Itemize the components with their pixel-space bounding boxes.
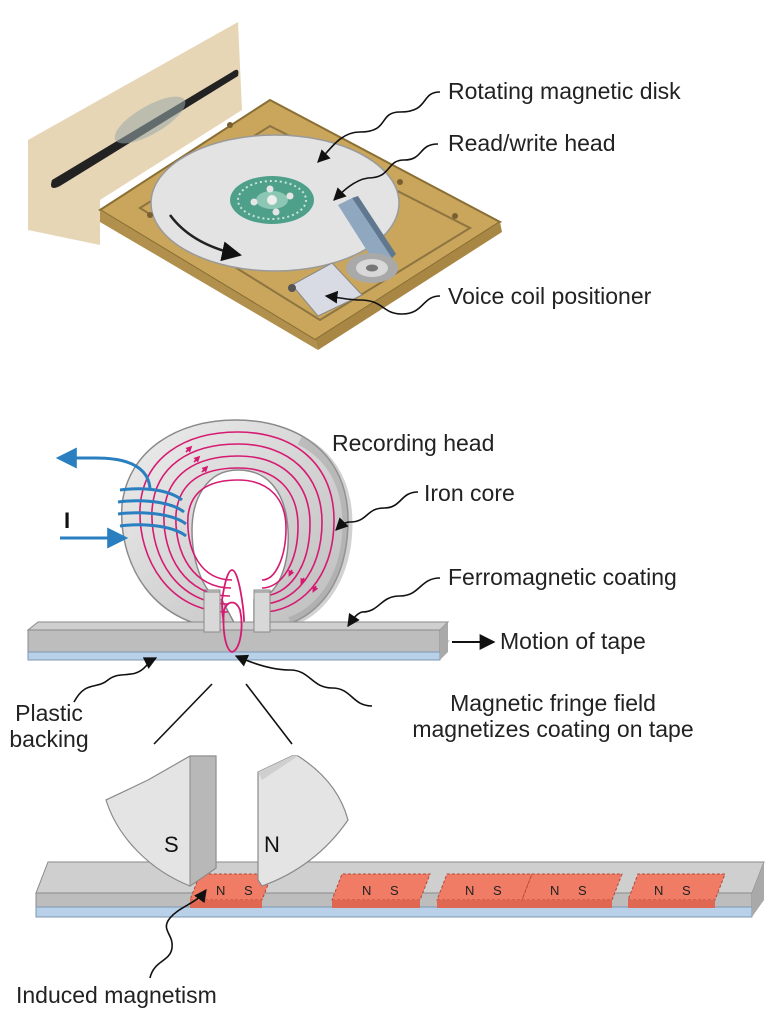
induced-magnetism-leader <box>149 888 207 979</box>
label-recording-head: Recording head <box>332 430 495 456</box>
svg-text:N: N <box>362 883 371 898</box>
svg-text:S: S <box>682 883 691 898</box>
svg-text:N: N <box>216 883 225 898</box>
label-magnetic-fringe-field: Magnetic fringe field magnetizes coating… <box>378 690 728 743</box>
label-ferromagnetic-coating: Ferromagnetic coating <box>448 564 677 590</box>
hard-drive-illustration <box>28 22 502 350</box>
plastic-backing-line-2: backing <box>9 726 89 753</box>
fringe-field-line-1: Magnetic fringe field <box>450 690 656 716</box>
drive-leader-lines <box>317 91 441 315</box>
label-voice-coil-positioner: Voice coil positioner <box>448 283 652 309</box>
svg-text:N: N <box>550 883 559 898</box>
zoom-tape-backing <box>35 906 753 918</box>
label-read-write-head: Read/write head <box>448 130 616 156</box>
svg-text:N: N <box>465 883 474 898</box>
svg-text:S: S <box>493 883 502 898</box>
tape-upper <box>26 591 450 661</box>
read-write-head-arm <box>338 198 392 268</box>
label-motion-of-tape: Motion of tape <box>500 628 646 654</box>
domain-5: N S <box>627 873 726 908</box>
head-leader-lines <box>73 491 441 745</box>
domain-1: N S <box>189 873 273 908</box>
domain-2: N S <box>331 873 431 908</box>
label-induced-magnetism: Induced magnetism <box>16 982 217 1008</box>
svg-text:S: S <box>578 883 587 898</box>
label-iron-core: Iron core <box>424 480 515 506</box>
voice-coil-magnet <box>291 262 363 317</box>
zoomed-tape: N S N S N S N S <box>35 755 765 918</box>
pole-piece-s: S <box>105 755 217 887</box>
fringe-field-line-2: magnetizes coating on tape <box>412 716 694 743</box>
plastic-backing-line-1: Plastic <box>15 700 83 726</box>
magnetic-field-lines <box>139 431 335 651</box>
tape-backing <box>27 651 441 661</box>
coil-windings <box>117 487 187 538</box>
label-rotating-magnetic-disk: Rotating magnetic disk <box>448 78 681 104</box>
pole-piece-n: N <box>257 755 349 887</box>
rotation-arrow <box>168 214 242 262</box>
svg-text:S: S <box>244 883 253 898</box>
label-plastic-backing: Plastic backing <box>6 700 92 753</box>
domain-3: N S <box>436 873 533 908</box>
svg-text:N: N <box>264 832 280 857</box>
svg-text:S: S <box>164 832 179 857</box>
current-symbol: I <box>64 508 70 533</box>
domain-4: N S <box>521 873 623 908</box>
magnetized-domains: N S N S N S N S <box>189 873 726 908</box>
current-lead-out <box>55 447 152 489</box>
svg-text:N: N <box>654 883 663 898</box>
svg-text:S: S <box>390 883 399 898</box>
